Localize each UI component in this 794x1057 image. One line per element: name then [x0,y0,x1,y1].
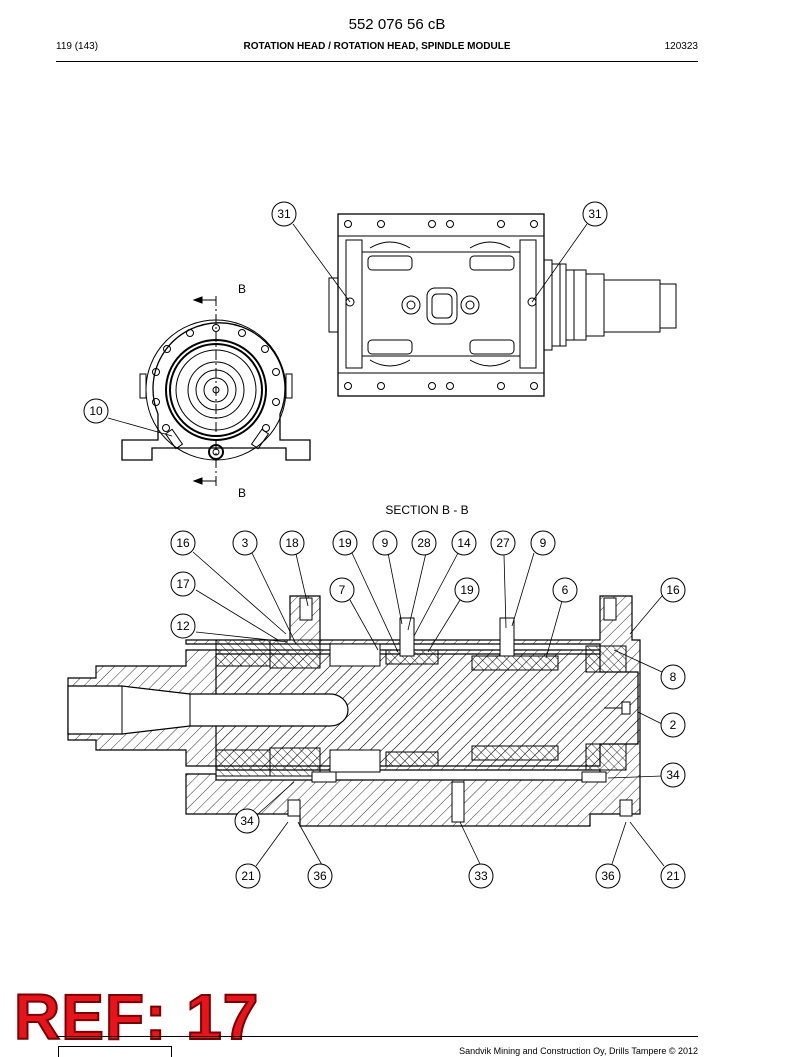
callout-labels: 31 31 10 16 3 18 19 9 28 14 27 9 17 7 19… [89,207,680,883]
callout-36-right: 36 [601,869,615,883]
callout-7: 7 [339,583,346,597]
callout-2: 2 [670,718,677,732]
callout-8: 8 [670,670,677,684]
end-view [121,296,311,486]
footer-logo [58,1046,172,1057]
callout-17: 17 [176,577,190,591]
callout-16-right: 16 [666,583,680,597]
header-divider [56,61,698,62]
footer-divider [56,1036,698,1037]
leader-lines [107,223,665,867]
callout-34-right: 34 [666,768,680,782]
page-header: 119 (143) ROTATION HEAD / ROTATION HEAD,… [56,41,698,55]
document-number: 552 076 56 cB [348,16,446,33]
callout-10: 10 [89,404,103,418]
callout-9-right: 9 [540,536,547,550]
ref-stamp: REF: 17 [13,981,260,1053]
callout-19-mid: 19 [460,583,474,597]
callout-34-left: 34 [240,814,254,828]
footer-copyright: Sandvik Mining and Construction Oy, Dril… [459,1046,698,1056]
callouts [83,201,686,889]
page-title: ROTATION HEAD / ROTATION HEAD, SPINDLE M… [243,41,511,52]
callout-36-left: 36 [313,869,327,883]
callout-16-top: 16 [176,536,190,550]
document-date: 120323 [664,41,698,52]
callout-21-left: 21 [241,869,255,883]
section-view [67,595,641,827]
top-view [328,213,677,397]
callout-31-right: 31 [588,207,602,221]
callout-19-top: 19 [338,536,352,550]
callout-9-left: 9 [382,536,389,550]
page-number: 119 (143) [56,41,99,52]
callout-14: 14 [457,536,471,550]
callout-33: 33 [474,869,488,883]
callout-18: 18 [285,536,299,550]
callout-27: 27 [496,536,510,550]
section-label: SECTION B - B [385,503,469,517]
callout-6: 6 [562,583,569,597]
callout-31-left: 31 [277,207,291,221]
callout-28: 28 [417,536,431,550]
callout-21-right: 21 [666,869,680,883]
callout-12: 12 [176,619,190,633]
section-mark-bottom: B [238,486,246,500]
callout-3: 3 [242,536,249,550]
section-mark-top: B [238,282,246,296]
